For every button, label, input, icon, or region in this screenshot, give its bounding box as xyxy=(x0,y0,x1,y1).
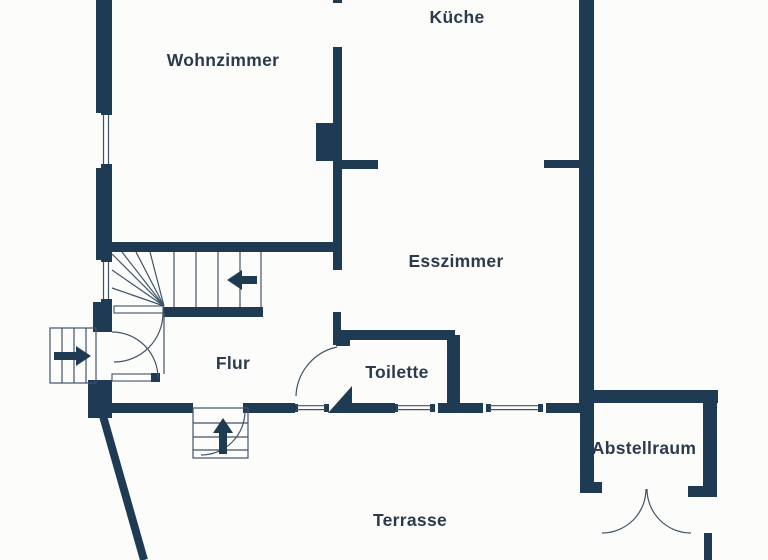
room-label-terrasse: Terrasse xyxy=(373,510,447,530)
wall-kitchen-stub-right xyxy=(544,160,579,168)
terrace-door-arc xyxy=(200,410,246,456)
toilette-door-arc xyxy=(295,346,338,397)
room-label-abstellraum: Abstellraum xyxy=(592,438,696,458)
room-labels: Wohnzimmer Küche Esszimmer Flur Toilette… xyxy=(167,7,696,530)
chimney-block xyxy=(316,123,342,161)
wall-abstellraum-top xyxy=(592,390,718,403)
wall-center-lower-stub xyxy=(333,312,341,345)
stairs xyxy=(49,251,262,459)
wall-left-lower xyxy=(93,302,112,332)
wall-stairs-bottom xyxy=(163,307,263,317)
wall-left-corner xyxy=(88,380,112,418)
stairs-main xyxy=(111,251,262,307)
wall-abstellraum-right xyxy=(703,390,717,497)
wall-stairs-top xyxy=(96,242,342,252)
wall-right-lower xyxy=(704,533,712,560)
windows xyxy=(102,115,539,411)
wall-center-top-stub xyxy=(333,0,342,3)
stairs-entrance xyxy=(49,327,97,384)
stair-arrow-up-icon xyxy=(213,418,233,454)
window-bottom-3 xyxy=(489,405,539,411)
room-label-kueche: Küche xyxy=(430,7,485,27)
window-left-upper xyxy=(102,115,110,164)
walls xyxy=(88,0,718,560)
room-label-esszimmer: Esszimmer xyxy=(408,251,503,271)
stair-arrow-left-icon xyxy=(227,270,257,290)
entrance-door xyxy=(111,305,165,382)
wall-toilette-right xyxy=(447,335,460,410)
room-label-wohnzimmer: Wohnzimmer xyxy=(167,50,280,70)
stairs-terrace xyxy=(192,407,249,459)
abstellraum-double-door xyxy=(601,488,692,534)
window-left-lower xyxy=(102,262,110,299)
wall-terrace-diagonal xyxy=(99,414,148,560)
window-bottom-2 xyxy=(396,405,431,411)
window-bottom-1 xyxy=(296,405,325,411)
doors xyxy=(111,305,692,534)
toilette-door-leaf xyxy=(328,386,352,413)
toilette-hinge-block xyxy=(336,337,350,346)
wall-toilette-top xyxy=(340,330,455,340)
room-label-toilette: Toilette xyxy=(365,362,428,382)
wall-kitchen-stub-left xyxy=(342,160,378,169)
room-label-flur: Flur xyxy=(216,353,250,373)
wall-right xyxy=(579,0,594,412)
wall-left-upper xyxy=(96,0,112,113)
wall-left-mid xyxy=(96,168,112,260)
stair-arrow-right-icon xyxy=(54,346,91,366)
wall-abstellraum-left xyxy=(580,403,594,493)
